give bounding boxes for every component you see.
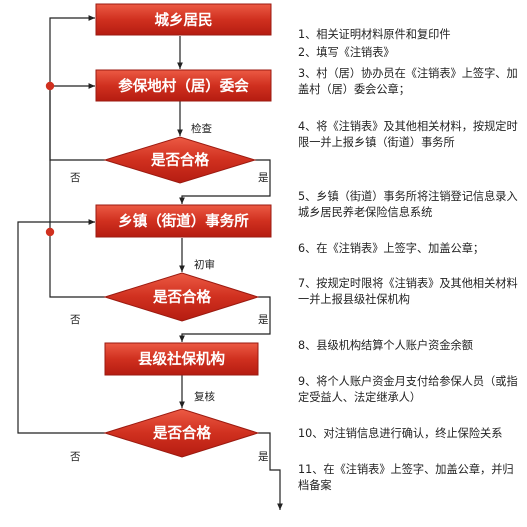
step-8: 8、县级机构结算个人账户资金余额	[298, 339, 473, 352]
step-9: 9、将个人账户资金月支付给参保人员（或指定受益人、法定继承人）	[298, 375, 518, 404]
junction-dot	[45, 227, 55, 237]
node-label: 参保地村（居）委会	[118, 77, 249, 95]
step-2: 2、填写《注销表》	[298, 46, 395, 59]
edge-label-yes: 是	[258, 172, 269, 184]
step-7: 7、按规定时限将《注销表》及其他相关材料一并上报县级社保机构	[298, 277, 518, 306]
node-county-social-security: 县级社保机构	[104, 342, 259, 376]
decision-qualified-1: 是否合格	[103, 136, 257, 184]
decision-label: 是否合格	[152, 424, 211, 442]
arrow-decision3-yes	[258, 432, 283, 510]
arrow-decision1-yes	[179, 159, 271, 204]
arrow-decision2-yes	[179, 296, 271, 342]
step-3: 3、村（居）协办员在《注销表》上签字、加盖村（居）委会公章；	[298, 67, 518, 96]
decision-qualified-2: 是否合格	[103, 272, 260, 322]
step-11: 11、在《注销表》上签字、加盖公章，并归档备案	[298, 463, 514, 492]
node-label: 县级社保机构	[138, 350, 225, 368]
decision-qualified-3: 是否合格	[103, 408, 260, 458]
step-10: 10、对注销信息进行确认，终止保险关系	[298, 427, 503, 440]
junction-dot	[45, 81, 55, 91]
step-5: 5、乡镇（街道）事务所将注销登记信息录入城乡居民养老保险信息系统	[298, 190, 518, 219]
node-label: 乡镇（街道）事务所	[118, 212, 249, 230]
node-township-office: 乡镇（街道）事务所	[95, 204, 272, 238]
decision-label: 是否合格	[150, 151, 209, 169]
edge-label-no: 否	[70, 451, 81, 463]
step-4: 4、将《注销表》及其他相关材料，按规定时限一并上报乡镇（街道）事务所	[298, 120, 518, 149]
node-urban-rural-residents: 城乡居民	[95, 3, 272, 36]
step-notes: 1、相关证明材料原件和复印件 2、填写《注销表》 3、村（居）协办员在《注销表》…	[298, 0, 524, 527]
arrow-decision3-no	[17, 219, 105, 434]
decision-label: 是否合格	[152, 288, 211, 306]
edge-label-yes: 是	[258, 451, 269, 463]
flowchart: 城乡居民 参保地村（居）委会 检查 是否合格 否 是 乡镇（街道）事务所 初审 …	[17, 3, 283, 510]
edge-label-preliminary: 初审	[194, 258, 215, 271]
edge-label-check: 检查	[191, 122, 212, 135]
step-6: 6、在《注销表》上签字、加盖公章；	[298, 242, 485, 255]
node-village-committee: 参保地村（居）委会	[95, 69, 272, 102]
edge-label-no: 否	[70, 314, 81, 326]
step-1: 1、相关证明材料原件和复印件	[298, 28, 451, 41]
edge-label-review: 复核	[194, 390, 215, 403]
edge-label-yes: 是	[258, 314, 269, 326]
edge-label-no: 否	[70, 172, 81, 184]
arrow-decision2-no	[49, 83, 105, 298]
node-label: 城乡居民	[155, 11, 213, 29]
